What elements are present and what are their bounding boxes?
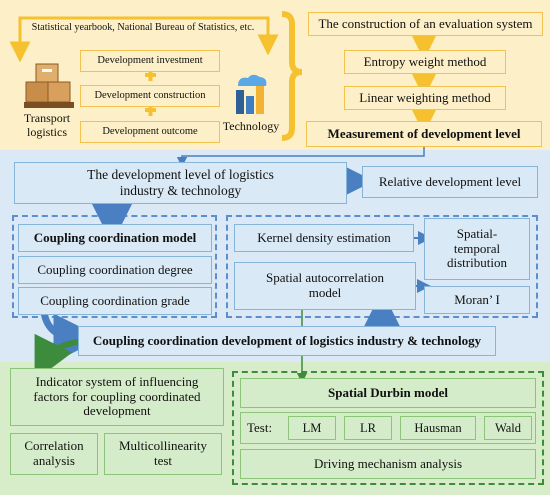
- spatiotemporal-line1: Spatial-: [456, 225, 498, 241]
- relative-level-box: Relative development level: [362, 166, 538, 198]
- boxes-icon: [24, 63, 74, 108]
- indicator-line1: Indicator system of influencing: [35, 373, 199, 389]
- dev-investment-box: Development investment: [80, 50, 220, 72]
- coupling-dev-box: Coupling coordination development of log…: [78, 326, 496, 356]
- entropy-box: Entropy weight method: [344, 50, 506, 74]
- moran-box: Moran’ I: [424, 286, 530, 314]
- yellow-brace: [281, 11, 303, 141]
- test-label: Test:: [247, 419, 273, 435]
- hausman-box: Hausman: [400, 416, 476, 440]
- durbin-frame: [232, 371, 544, 485]
- plus-signs: [145, 69, 156, 116]
- ccm-box: Coupling coordination model: [18, 224, 212, 252]
- ccg-box: Coupling coordination grade: [18, 287, 212, 315]
- multicol-line2: test: [153, 453, 173, 468]
- dev-level-line2: industry & technology: [119, 183, 242, 198]
- durbin-box: Spatial Durbin model: [240, 378, 536, 408]
- eval-system-box: The construction of an evaluation system: [308, 12, 543, 36]
- transport-label-line1: Transport: [23, 111, 71, 125]
- ccd-box: Coupling coordination degree: [18, 256, 212, 284]
- spatial-auto-line1: Spatial autocorrelation: [265, 270, 385, 286]
- indicator-line3: development: [83, 403, 151, 419]
- lm-box: LM: [288, 416, 336, 440]
- multicollinearity-box: Multicollinearity test: [104, 433, 222, 475]
- spatial-auto-box: Spatial autocorrelation model: [234, 262, 416, 310]
- kde-box: Kernel density estimation: [234, 224, 414, 252]
- coupling-to-indicator-arrow: [34, 333, 79, 381]
- correlation-box: Correlation analysis: [10, 433, 98, 475]
- grade-to-coupling-arrow: [40, 311, 103, 363]
- technology-icon: [236, 74, 267, 114]
- indicator-box: Indicator system of influencing factors …: [10, 368, 224, 426]
- technology-label: Technology: [222, 119, 280, 133]
- lr-box: LR: [344, 416, 392, 440]
- data-source-label: Statistical yearbook, National Bureau of…: [31, 22, 255, 33]
- spatial-auto-line2: model: [308, 285, 342, 300]
- transport-label-line2: logistics: [26, 125, 67, 139]
- indicator-line2: factors for coupling coordinated: [33, 388, 201, 404]
- multicol-line1: Multicollinearity: [118, 438, 208, 454]
- spatiotemporal-line3: distribution: [447, 255, 507, 271]
- dev-level-line1: The development level of logistics: [87, 167, 274, 183]
- dev-construction-box: Development construction: [80, 85, 220, 107]
- measurement-box: Measurement of development level: [306, 121, 542, 147]
- dev-outcome-box: Development outcome: [80, 121, 220, 143]
- dev-level-box: The development level of logistics indus…: [14, 162, 347, 204]
- correlation-line2: analysis: [33, 453, 75, 468]
- source-bracket-arrows: [18, 16, 279, 56]
- spatiotemporal-box: Spatial- temporal distribution: [424, 218, 530, 280]
- linear-box: Linear weighting method: [344, 86, 506, 110]
- wald-box: Wald: [484, 416, 532, 440]
- measurement-to-level-arrow: [176, 146, 425, 168]
- spatiotemporal-line2: temporal: [453, 240, 501, 256]
- correlation-line1: Correlation: [24, 438, 84, 454]
- driving-box: Driving mechanism analysis: [240, 449, 536, 479]
